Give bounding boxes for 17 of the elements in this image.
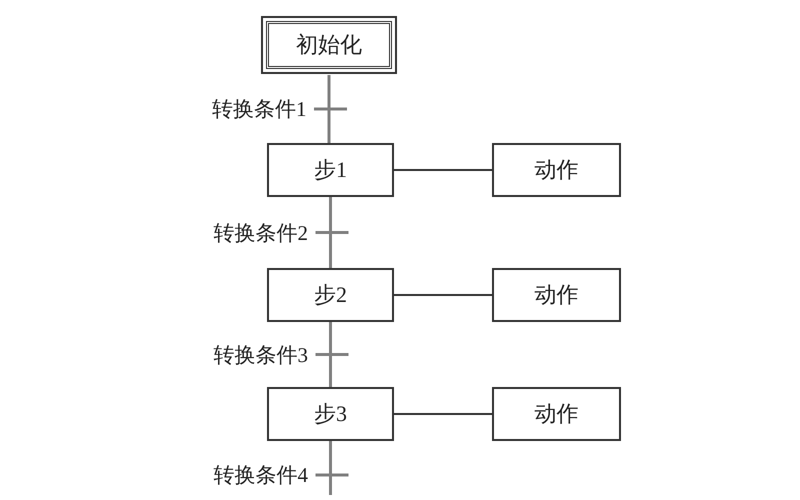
transition-condition-label: 转换条件2: [214, 220, 308, 246]
transition-line: [314, 320, 350, 388]
connector-line: [394, 413, 492, 415]
transition-condition-label: 转换条件1: [212, 96, 306, 123]
transition-line: [314, 440, 350, 496]
transition-condition-label: 转换条件4: [214, 462, 308, 489]
transition-condition-label: 转换条件3: [214, 342, 308, 368]
action-box: 动作: [492, 268, 621, 322]
step-box: 步1: [267, 143, 394, 197]
action-box: 动作: [492, 143, 621, 197]
connector-line: [394, 294, 492, 296]
step-box: 步2: [267, 268, 394, 322]
transition-line: [314, 196, 350, 270]
action-box: 动作: [492, 387, 621, 441]
connector-line: [394, 169, 492, 171]
step-box: 步3: [267, 387, 394, 441]
transition-line: [312, 74, 348, 144]
